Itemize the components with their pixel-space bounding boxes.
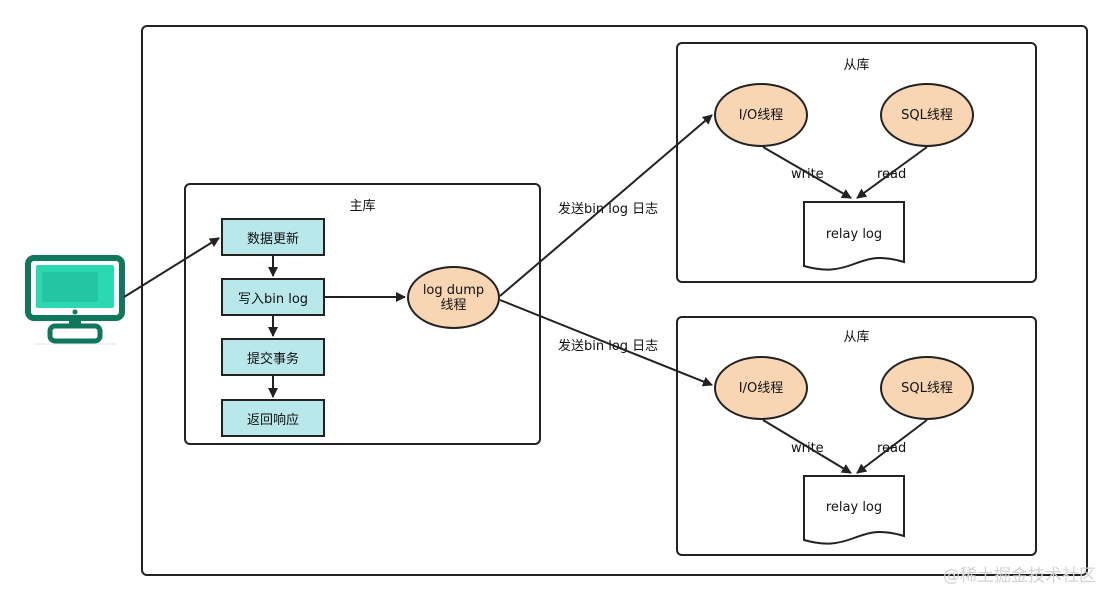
arrow-io-write-relay-1 [762, 146, 852, 199]
sql-thread-1: SQL线程 [880, 83, 974, 147]
relay-log-document-2 [803, 475, 905, 545]
arrow-dump-to-io-2 [499, 299, 713, 387]
master-db-container [184, 183, 541, 445]
log-dump-thread-line1: log dump [422, 282, 485, 298]
arrow-dump-to-io-1 [499, 114, 713, 297]
arrow-sql-read-relay-2 [856, 419, 928, 474]
sql-thread-2: SQL线程 [880, 356, 974, 420]
slave-db-container-1 [676, 42, 1037, 283]
step-commit: 提交事务 [221, 338, 325, 376]
slave-db-title-1: 从库 [843, 58, 870, 73]
arrow-io-write-relay-2 [762, 419, 852, 474]
arrow-client-to-update [123, 237, 220, 298]
master-db-title: 主库 [349, 199, 376, 214]
send-binlog-label-top: 发送bin log 日志 [558, 202, 659, 217]
relay-log-document-1 [803, 201, 905, 271]
computer-monitor-icon [25, 255, 125, 345]
slave-db-title-2: 从库 [843, 330, 870, 345]
step-return-response: 返回响应 [221, 399, 325, 437]
log-dump-thread: log dump 线程 [407, 266, 500, 329]
log-dump-thread-line2: 线程 [440, 297, 467, 313]
step-write-binlog: 写入bin log [221, 278, 325, 316]
io-thread-2: I/O线程 [714, 356, 808, 420]
relay-log-text-1: relay log [825, 227, 883, 242]
arrow-sql-read-relay-1 [856, 146, 928, 199]
watermark: @稀土掘金技术社区 [943, 566, 1096, 586]
send-binlog-label-bottom: 发送bin log 日志 [558, 339, 659, 354]
outer-frame [141, 25, 1088, 576]
io-thread-1: I/O线程 [714, 83, 808, 147]
relay-log-text-2: relay log [825, 500, 883, 515]
slave-db-container-2 [676, 316, 1037, 556]
step-data-update: 数据更新 [221, 218, 325, 256]
